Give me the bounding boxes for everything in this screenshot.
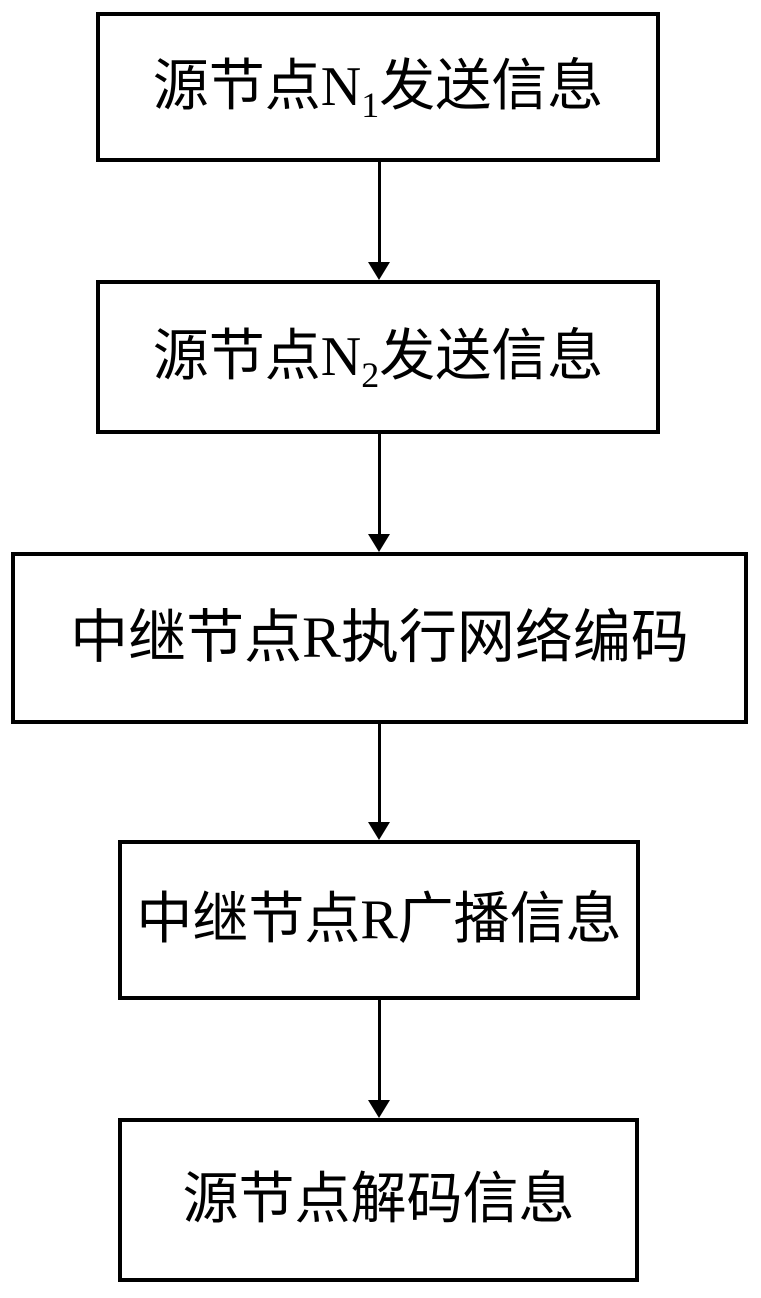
flow-arrow-down-2: [368, 434, 390, 552]
label-prefix: 中继节点R执行网络编码: [70, 605, 689, 670]
flow-step-source-decode: 源节点解码信息: [118, 1118, 639, 1282]
arrow-stem: [377, 1000, 381, 1100]
arrow-head-icon: [368, 822, 390, 840]
arrow-head-icon: [368, 534, 390, 552]
arrow-stem: [377, 162, 381, 262]
flow-step-relay-network-coding: 中继节点R执行网络编码: [11, 552, 748, 724]
flow-step-label: 源节点N1发送信息: [152, 56, 604, 123]
label-subscript: 2: [361, 355, 380, 395]
label-subscript: 1: [361, 85, 380, 125]
label-suffix: 发送信息: [379, 56, 604, 118]
label-prefix: 源节点解码信息: [182, 1169, 575, 1231]
label-suffix: 发送信息: [379, 326, 604, 388]
flow-step-label: 源节点解码信息: [183, 1172, 575, 1228]
flow-step-label: 源节点N2发送信息: [152, 326, 604, 393]
label-prefix: 中继节点R广播信息: [136, 889, 622, 951]
flow-step-label: 中继节点R执行网络编码: [70, 609, 689, 667]
arrow-head-icon: [368, 1100, 390, 1118]
arrow-stem: [377, 434, 381, 534]
flow-step-source-n1-send: 源节点N1发送信息: [96, 12, 660, 162]
flow-step-label: 中继节点R广播信息: [136, 892, 621, 948]
flow-arrow-down-4: [368, 1000, 390, 1118]
flow-step-relay-broadcast: 中继节点R广播信息: [118, 840, 640, 1000]
arrow-stem: [377, 724, 381, 822]
flow-step-source-n2-send: 源节点N2发送信息: [96, 280, 660, 434]
label-prefix: 源节点N: [152, 56, 362, 118]
arrow-head-icon: [368, 262, 390, 280]
label-prefix: 源节点N: [152, 326, 362, 388]
flow-arrow-down-1: [368, 162, 390, 280]
flow-arrow-down-3: [368, 724, 390, 840]
